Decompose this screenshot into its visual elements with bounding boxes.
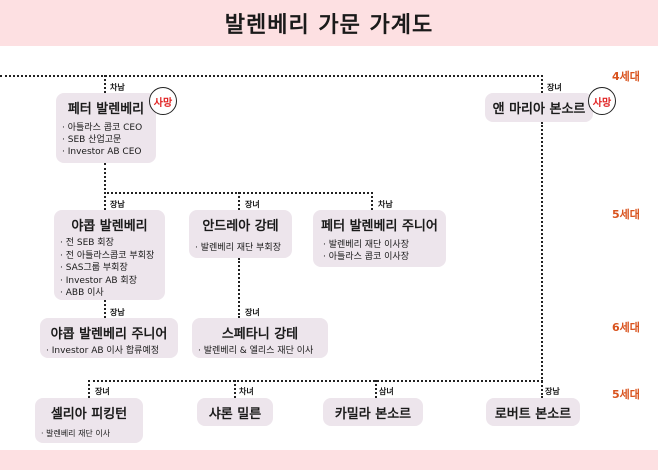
deceased-badge: 사망 (149, 87, 177, 115)
footer-band (0, 450, 658, 470)
connector (104, 163, 106, 210)
person-andrea-gantelius: 안드레아 강테 발렌베리 재단 부회장 (189, 210, 292, 258)
role-item: 아틀라스 콥코 이사장 (323, 251, 440, 263)
person-name: 카밀라 본소르 (334, 407, 412, 422)
person-jacob-wallenberg: 야콥 발렌베리 전 SEB 회장전 아틀라스콥코 부회장SAS그룹 부회장Inv… (54, 210, 165, 300)
person-stephanie-gantelius: 스페타니 강테 발렌베리 & 엘리스 재단 이사 (192, 318, 328, 358)
relation-label: 장남 (110, 200, 125, 209)
person-anne-maria-bonsor: 앤 마리아 본소르 (485, 93, 593, 122)
relation-label: 차남 (378, 200, 393, 209)
person-celia-pikington: 셀리아 피킹턴 발렌베리 재단 이사 (35, 398, 143, 443)
person-name: 앤 마리아 본소르 (492, 102, 586, 117)
connector (371, 192, 373, 210)
person-name: 셀리아 피킹턴 (50, 407, 128, 422)
person-name: 야콥 발렌베리 (71, 219, 148, 234)
deceased-badge: 사망 (588, 87, 616, 115)
generation-label: 5세대 (612, 388, 640, 401)
connector (88, 380, 90, 398)
generation-label: 6세대 (612, 321, 640, 334)
relation-label: 삼녀 (379, 387, 394, 396)
relation-label: 장남 (545, 387, 560, 396)
role-item: Investor AB 이사 합류예정 (46, 345, 172, 357)
connector (541, 122, 543, 398)
role-item: 발렌베리 재단 부회장 (195, 242, 286, 254)
connector (104, 300, 106, 318)
relation-label: 장녀 (95, 387, 110, 396)
connector (238, 192, 240, 210)
relation-label: 장녀 (245, 308, 260, 317)
connector (238, 258, 240, 318)
role-item: 발렌베리 재단 이사 (41, 428, 137, 440)
role-item: 전 SEB 회장 (60, 237, 159, 250)
person-name: 야콥 발렌베리 주니어 (50, 327, 168, 342)
relation-label: 장녀 (547, 83, 562, 92)
generation-label: 4세대 (612, 70, 640, 83)
person-name: 페터 발렌베리 (67, 102, 145, 117)
person-name: 샤론 밀른 (208, 407, 262, 422)
role-item: SAS그룹 부회장 (60, 262, 159, 275)
person-robert-bonsor: 로버트 본소르 (486, 398, 580, 426)
relation-label: 장녀 (245, 200, 260, 209)
page-title: 발렌베리 가문 가계도 (224, 13, 434, 38)
person-camilla-bonsor: 카밀라 본소르 (323, 398, 423, 426)
connector (234, 380, 236, 398)
connector (375, 380, 377, 398)
person-peter-wallenberg: 페터 발렌베리 아틀라스 콥코 CEOSEB 산업고문Investor AB C… (56, 93, 156, 163)
person-name: 안드레아 강테 (202, 219, 279, 234)
role-item: SEB 산업고문 (62, 134, 150, 146)
connector (104, 75, 106, 93)
title-band: 발렌베리 가문 가계도 (0, 0, 658, 46)
role-item: ABB 이사 (60, 287, 159, 300)
role-item: Investor AB CEO (62, 146, 150, 158)
person-name: 로버트 본소르 (494, 407, 572, 422)
role-item: 전 아틀라스콥코 부회장 (60, 250, 159, 263)
person-jacob-wallenberg-jr: 야콥 발렌베리 주니어 Investor AB 이사 합류예정 (40, 318, 178, 358)
relation-label: 장남 (110, 308, 125, 317)
role-item: 발렌베리 & 엘리스 재단 이사 (198, 345, 322, 357)
role-item: 아틀라스 콥코 CEO (62, 122, 150, 134)
relation-label: 차남 (110, 83, 125, 92)
role-item: Investor AB 회장 (60, 275, 159, 288)
connector (0, 75, 543, 77)
person-name: 페터 발렌베리 주니어 (321, 219, 438, 234)
person-sharon-milne: 샤론 밀른 (197, 398, 273, 426)
connector (88, 380, 543, 382)
person-name: 스페타니 강테 (221, 327, 299, 342)
role-item: 발렌베리 재단 이사장 (323, 239, 440, 251)
relation-label: 차녀 (239, 387, 254, 396)
generation-label: 5세대 (612, 208, 640, 221)
connector (541, 75, 543, 93)
person-peter-wallenberg-jr: 페터 발렌베리 주니어 발렌베리 재단 이사장아틀라스 콥코 이사장 (313, 210, 446, 267)
